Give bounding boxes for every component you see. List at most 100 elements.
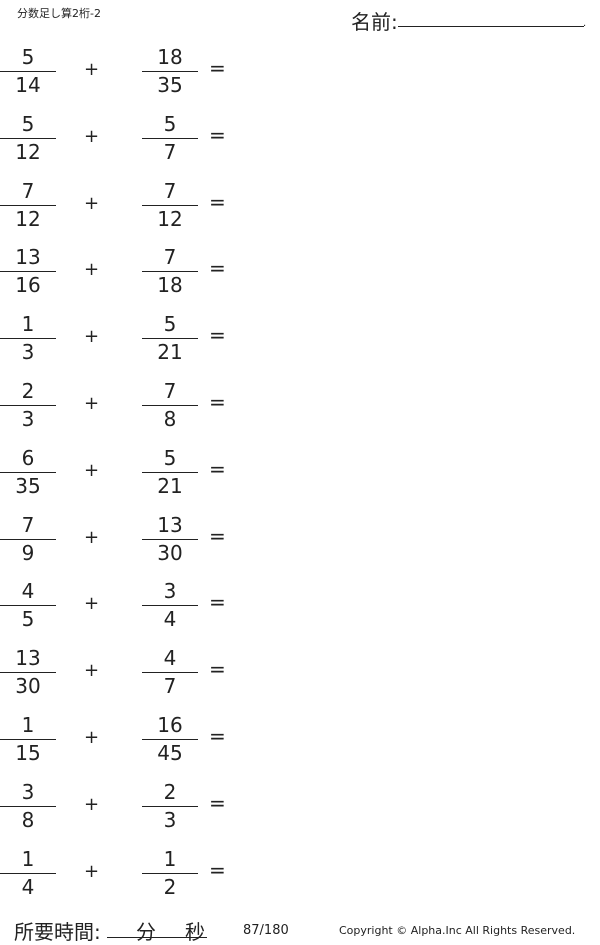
denominator: 4 xyxy=(163,607,177,632)
minutes-unit: 分 xyxy=(136,920,156,944)
name-field-line[interactable] xyxy=(398,26,584,27)
fraction-bar xyxy=(0,71,56,72)
fraction-bar xyxy=(142,71,198,72)
denominator: 2 xyxy=(163,874,177,899)
fraction-left: 3 8 xyxy=(0,778,56,838)
fraction-bar xyxy=(142,739,198,740)
denominator: 21 xyxy=(157,473,183,498)
numerator: 7 xyxy=(163,379,177,403)
problem-row: 4 5 + 3 4 = xyxy=(0,577,600,637)
denominator: 3 xyxy=(163,807,177,832)
denominator: 45 xyxy=(157,741,183,765)
fraction-bar xyxy=(142,538,198,540)
denominator: 3 xyxy=(21,340,35,365)
page-title: 分数足し算2桁-2 xyxy=(17,7,101,20)
plus-sign: + xyxy=(84,259,100,281)
fraction-bar xyxy=(0,137,56,139)
fraction-bar xyxy=(0,405,56,406)
problem-row: 13 30 + 4 7 = xyxy=(0,644,600,704)
fraction-left: 4 5 xyxy=(0,577,56,637)
fraction-bar xyxy=(0,471,56,473)
denominator: 9 xyxy=(21,540,35,565)
numerator: 7 xyxy=(163,245,177,270)
fraction-left: 1 15 xyxy=(0,711,56,771)
problem-row: 2 3 + 7 8 = xyxy=(0,377,600,437)
numerator: 2 xyxy=(163,779,177,804)
denominator: 7 xyxy=(163,674,177,699)
denominator: 7 xyxy=(163,139,177,164)
numerator: 4 xyxy=(21,579,35,604)
numerator: 2 xyxy=(21,379,35,403)
fraction-bar xyxy=(142,405,198,406)
fraction-right: 2 3 xyxy=(142,778,198,838)
plus-sign: + xyxy=(84,125,100,147)
fraction-bar xyxy=(0,605,56,607)
fraction-left: 13 16 xyxy=(0,243,56,303)
denominator: 30 xyxy=(15,674,41,699)
fraction-right: 1 2 xyxy=(142,845,198,905)
denominator: 8 xyxy=(163,407,177,431)
problem-row: 7 9 + 13 30 = xyxy=(0,511,600,571)
fraction-left: 5 12 xyxy=(0,110,56,170)
numerator: 7 xyxy=(163,178,177,203)
plus-sign: + xyxy=(84,793,100,815)
denominator: 8 xyxy=(21,807,35,832)
fraction-left: 7 9 xyxy=(0,511,56,571)
problem-row: 1 3 + 5 21 = xyxy=(0,310,600,370)
seconds-unit: 秒 xyxy=(185,920,205,944)
plus-sign: + xyxy=(84,660,100,682)
equals-sign: = xyxy=(209,56,226,80)
denominator: 15 xyxy=(15,741,41,765)
plus-sign: + xyxy=(84,459,100,481)
numerator: 1 xyxy=(21,713,35,737)
denominator: 35 xyxy=(15,473,41,498)
denominator: 12 xyxy=(15,206,41,231)
problem-row: 13 16 + 7 18 = xyxy=(0,243,600,303)
problem-row: 5 12 + 5 7 = xyxy=(0,110,600,170)
numerator: 6 xyxy=(21,445,35,470)
fraction-left: 2 3 xyxy=(0,377,56,437)
name-label: 名前: xyxy=(351,10,398,34)
numerator: 16 xyxy=(157,713,183,737)
equals-sign: = xyxy=(209,523,226,548)
equals-sign: = xyxy=(209,590,226,615)
numerator: 18 xyxy=(157,45,183,69)
fraction-bar xyxy=(0,739,56,740)
plus-sign: + xyxy=(84,526,100,548)
problem-row: 1 15 + 16 45 = xyxy=(0,711,600,771)
numerator: 5 xyxy=(21,111,35,136)
fraction-right: 5 21 xyxy=(142,444,198,504)
numerator: 1 xyxy=(21,312,35,337)
fraction-bar xyxy=(142,471,198,473)
fraction-bar xyxy=(0,338,56,340)
fraction-right: 5 21 xyxy=(142,310,198,370)
numerator: 1 xyxy=(21,846,35,871)
fraction-left: 1 4 xyxy=(0,845,56,905)
plus-sign: + xyxy=(84,727,100,748)
denominator: 12 xyxy=(15,139,41,164)
denominator: 35 xyxy=(157,73,183,97)
fraction-left: 1 3 xyxy=(0,310,56,370)
fraction-left: 5 14 xyxy=(0,43,56,103)
equals-sign: = xyxy=(209,724,226,748)
fraction-right: 16 45 xyxy=(142,711,198,771)
fraction-right: 7 18 xyxy=(142,243,198,303)
fraction-right: 13 30 xyxy=(142,511,198,571)
equals-sign: = xyxy=(209,456,226,481)
numerator: 5 xyxy=(163,111,177,136)
fraction-bar xyxy=(142,137,198,139)
equals-sign: = xyxy=(209,857,226,882)
numerator: 4 xyxy=(163,646,177,671)
numerator: 5 xyxy=(21,45,35,69)
fraction-right: 3 4 xyxy=(142,577,198,637)
fraction-bar xyxy=(0,538,56,540)
page-number: 87/180 xyxy=(243,923,289,938)
equals-sign: = xyxy=(209,790,226,815)
denominator: 3 xyxy=(21,407,35,431)
numerator: 5 xyxy=(163,312,177,337)
denominator: 21 xyxy=(157,340,183,365)
numerator: 7 xyxy=(21,178,35,203)
fraction-bar xyxy=(142,271,198,273)
time-field-line[interactable] xyxy=(107,937,207,938)
